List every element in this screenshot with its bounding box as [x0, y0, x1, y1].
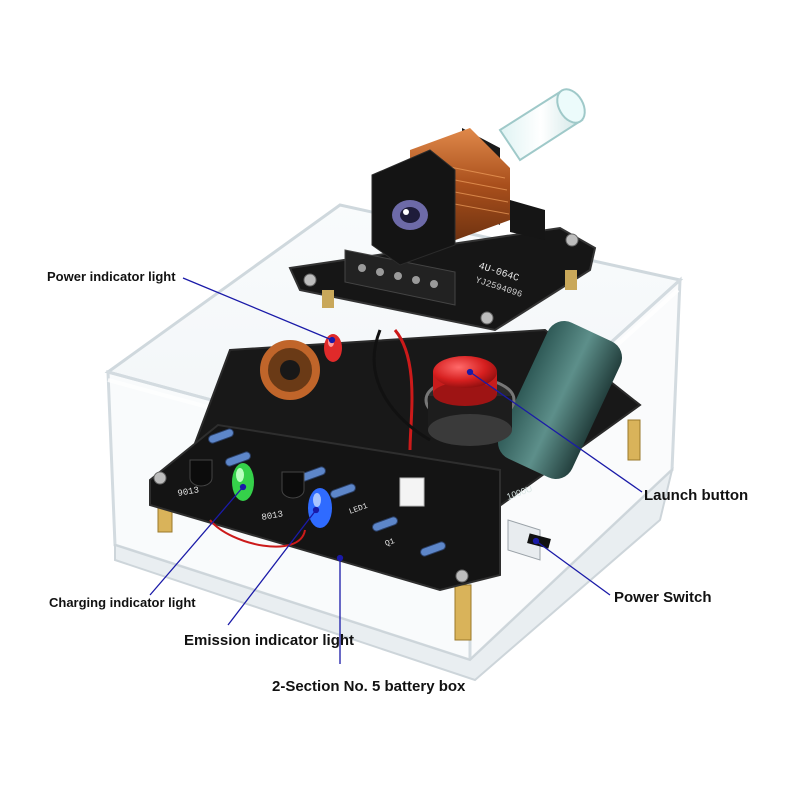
callout-lines: [149, 277, 643, 664]
label-emission-indicator: Emission indicator light: [184, 632, 355, 649]
callout-emission-indicator: [227, 509, 317, 626]
coil-board: 4U-064C YJ2594096: [288, 226, 597, 332]
callout-power-indicator: [182, 277, 333, 341]
ic2-marking: 8013: [261, 509, 284, 523]
label-power-switch: Power Switch: [614, 589, 712, 606]
label-charging-indicator: Charging indicator light: [49, 595, 196, 610]
label-power-indicator: Power indicator light: [47, 269, 176, 284]
callout-launch-button: [469, 371, 643, 493]
callout-charging-indicator: [149, 486, 244, 596]
ic1-marking: 9013: [177, 485, 200, 499]
label-battery-box: 2-Section No. 5 battery box: [272, 678, 466, 695]
power-switch: [507, 519, 551, 561]
emission-led: [308, 488, 332, 528]
coil-and-tube: [371, 88, 586, 266]
front-pcb: 9013 8013 Q1 LED1: [149, 423, 501, 592]
charging-led: [232, 463, 254, 501]
callout-power-switch: [535, 540, 611, 596]
label-launch-button: Launch button: [644, 487, 749, 504]
transistor-marking: Q1: [384, 537, 396, 549]
